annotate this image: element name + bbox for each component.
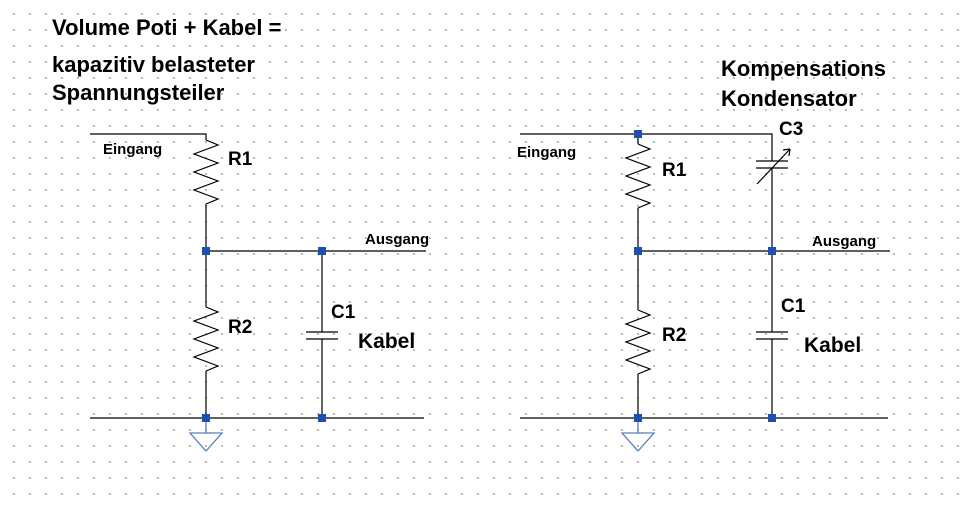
right-c1-label: C1	[781, 296, 806, 317]
right-node-output	[768, 247, 776, 255]
right-r1-resistor-icon	[624, 143, 652, 209]
right-title-line-2: Kondensator	[721, 86, 857, 111]
left-c1-capacitor-icon	[306, 331, 338, 340]
left-node-ground-r2	[202, 414, 210, 422]
left-r2-label: R2	[228, 317, 252, 338]
left-title-line-3: Spannungsteiler	[52, 80, 225, 105]
right-ground-symbol-icon	[620, 432, 656, 452]
right-title-line-1: Kompensations	[721, 56, 886, 81]
left-node-ground-c1	[318, 414, 326, 422]
left-r1-label: R1	[228, 149, 253, 170]
left-ground-symbol-icon	[188, 432, 224, 452]
right-c3-label: C3	[779, 119, 803, 140]
left-input-wire	[90, 133, 207, 140]
left-node-output	[318, 247, 326, 255]
right-node-input	[634, 130, 642, 138]
right-output-label: Ausgang	[812, 233, 876, 250]
right-node-ground-r2	[634, 414, 642, 422]
left-title-line-1: Volume Poti + Kabel =	[52, 15, 281, 40]
left-r2-resistor-icon	[192, 306, 220, 372]
right-circuit: Kompensations Kondensator Eingang C3 R1 …	[517, 56, 890, 452]
right-node-ground-c1	[768, 414, 776, 422]
right-r2-resistor-icon	[624, 309, 652, 375]
right-node-mid	[634, 247, 642, 255]
left-circuit: Volume Poti + Kabel = kapazitiv belastet…	[52, 15, 429, 452]
right-top-wire	[638, 133, 773, 161]
left-r1-resistor-icon	[192, 139, 220, 205]
left-input-label: Eingang	[103, 141, 162, 158]
left-node-mid	[202, 247, 210, 255]
right-r1-label: R1	[662, 160, 687, 181]
right-c1-description: Kabel	[804, 334, 861, 357]
left-output-label: Ausgang	[365, 231, 429, 248]
right-r2-label: R2	[662, 325, 686, 346]
left-c1-description: Kabel	[358, 330, 415, 353]
left-c1-label: C1	[331, 302, 356, 323]
right-input-label: Eingang	[517, 144, 576, 161]
right-c1-capacitor-icon	[756, 331, 788, 340]
left-title-line-2: kapazitiv belasteter	[52, 52, 255, 77]
right-c3-variable-capacitor-icon	[756, 148, 791, 185]
